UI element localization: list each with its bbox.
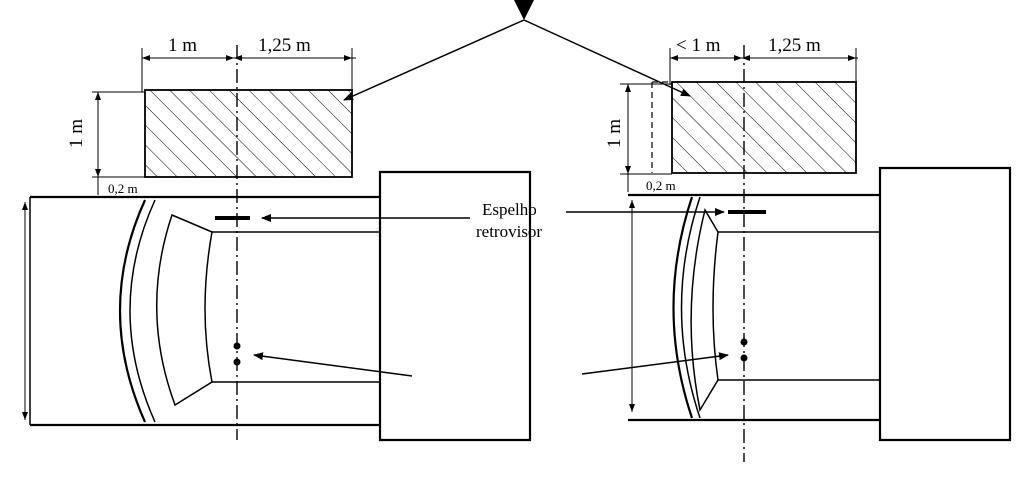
right-seat-shape (690, 208, 719, 413)
mirror-label-line2: retrovisor (476, 222, 542, 241)
eye-triangle-icon (514, 0, 534, 20)
left-figure: 1 m 1,25 m 1 m 0,2 m (22, 35, 532, 442)
left-vision-field (144, 89, 353, 178)
right-height-label: 1 m (604, 119, 625, 148)
right-width-left-label: < 1 m (676, 35, 721, 56)
left-windshield (118, 199, 147, 423)
eye-point (514, 0, 534, 20)
sight-line-left (343, 19, 525, 101)
left-occupant-point (233, 342, 241, 350)
right-windshield (672, 196, 694, 419)
left-offset-label: 0,2 m (108, 181, 138, 196)
right-cabin-block (878, 166, 1012, 442)
left-height-label: 1 m (66, 119, 87, 148)
sight-line-right (523, 19, 691, 97)
right-figure: < 1 m 1,25 m 1 m 0,2 m (566, 35, 1012, 462)
right-offset-label: 0,2 m (646, 178, 676, 193)
left-width-left-label: 1 m (168, 35, 197, 56)
right-occupant-pointer (581, 352, 729, 375)
left-occupant-pointer (253, 352, 413, 377)
mirror-label-line1: Espelho (482, 200, 537, 219)
right-vision-field (671, 81, 857, 174)
left-seat-shape (155, 213, 213, 407)
right-occupant-point (740, 338, 748, 346)
left-width-right-label: 1,25 m (258, 35, 311, 56)
left-cabin-block (378, 170, 532, 442)
right-width-right-label: 1,25 m (768, 35, 821, 56)
mirror-label: Espelho retrovisor (476, 200, 542, 241)
